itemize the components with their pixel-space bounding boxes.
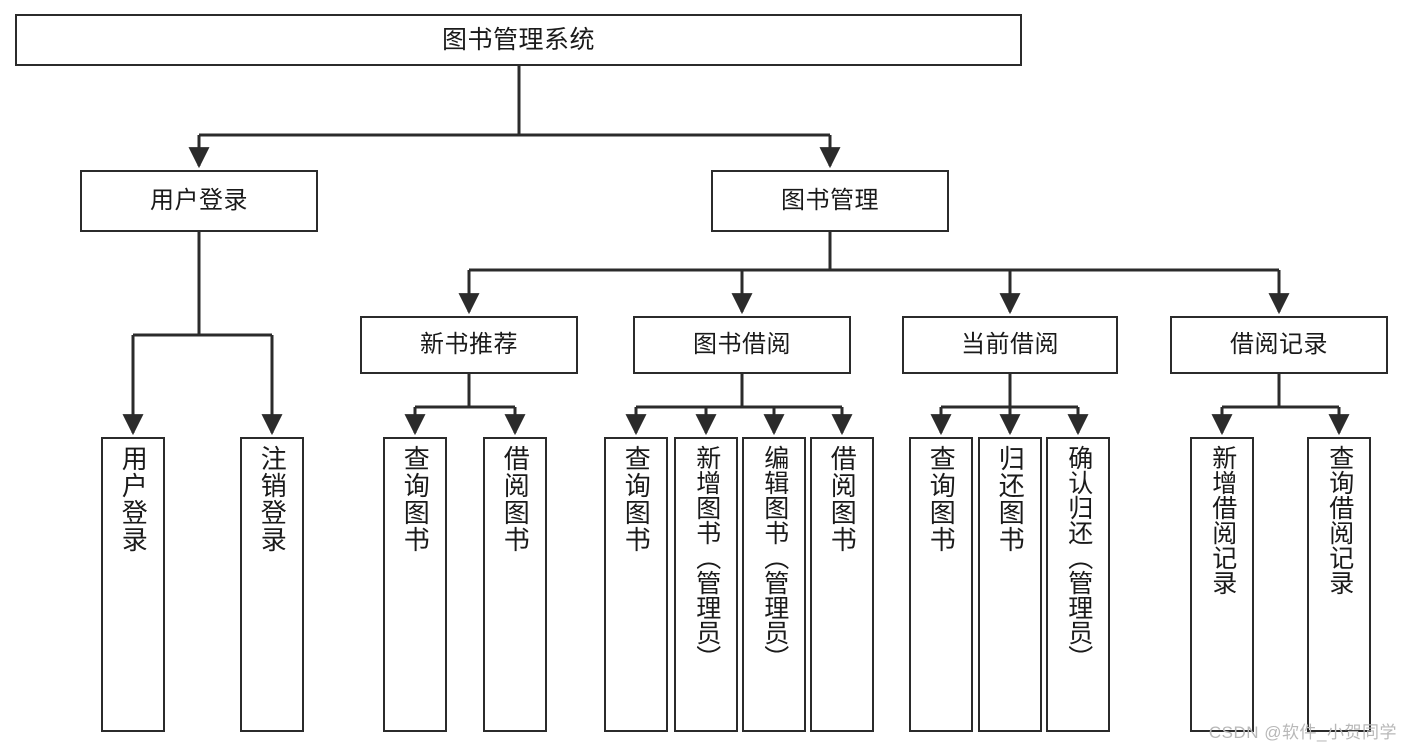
node-label: 借阅记录	[1230, 331, 1328, 359]
node-label: 新增借阅记录	[1208, 445, 1237, 595]
node-label: 借阅图书	[500, 445, 531, 553]
node-label: 编辑图书（管理员）	[760, 445, 789, 670]
leaf-add-borrow-record[interactable]: 新增借阅记录	[1190, 437, 1254, 732]
node-label: 新书推荐	[420, 331, 518, 359]
node-root-system[interactable]: 图书管理系统	[15, 14, 1022, 66]
node-label: 查询借阅记录	[1325, 445, 1354, 595]
leaf-add-book-admin[interactable]: 新增图书（管理员）	[674, 437, 738, 732]
node-label: 查询图书	[621, 445, 652, 553]
node-label: 查询图书	[926, 445, 957, 553]
leaf-logout[interactable]: 注销登录	[240, 437, 304, 732]
node-label: 归还图书	[995, 445, 1026, 553]
node-label: 图书借阅	[693, 331, 791, 359]
node-label: 用户登录	[118, 445, 149, 553]
node-label: 确认归还（管理员）	[1064, 445, 1093, 670]
node-new-book-recommend[interactable]: 新书推荐	[360, 316, 578, 374]
node-book-management[interactable]: 图书管理	[711, 170, 949, 232]
node-label: 用户登录	[150, 187, 248, 215]
node-borrow-records[interactable]: 借阅记录	[1170, 316, 1388, 374]
leaf-user-login[interactable]: 用户登录	[101, 437, 165, 732]
node-label: 借阅图书	[827, 445, 858, 553]
leaf-query-book-recommend[interactable]: 查询图书	[383, 437, 447, 732]
node-label: 图书管理系统	[441, 25, 595, 54]
leaf-borrow-book[interactable]: 借阅图书	[810, 437, 874, 732]
leaf-return-book[interactable]: 归还图书	[978, 437, 1042, 732]
node-label: 图书管理	[781, 187, 879, 215]
leaf-borrow-book-recommend[interactable]: 借阅图书	[483, 437, 547, 732]
node-user-login[interactable]: 用户登录	[80, 170, 318, 232]
node-book-borrow[interactable]: 图书借阅	[633, 316, 851, 374]
leaf-edit-book-admin[interactable]: 编辑图书（管理员）	[742, 437, 806, 732]
leaf-confirm-return-admin[interactable]: 确认归还（管理员）	[1046, 437, 1110, 732]
node-label: 注销登录	[257, 445, 288, 553]
leaf-query-book-borrow[interactable]: 查询图书	[604, 437, 668, 732]
node-current-borrow[interactable]: 当前借阅	[902, 316, 1118, 374]
node-label: 当前借阅	[961, 331, 1059, 359]
node-label: 查询图书	[400, 445, 431, 553]
leaf-query-borrow-record[interactable]: 查询借阅记录	[1307, 437, 1371, 732]
leaf-query-book-current[interactable]: 查询图书	[909, 437, 973, 732]
node-label: 新增图书（管理员）	[692, 445, 721, 670]
